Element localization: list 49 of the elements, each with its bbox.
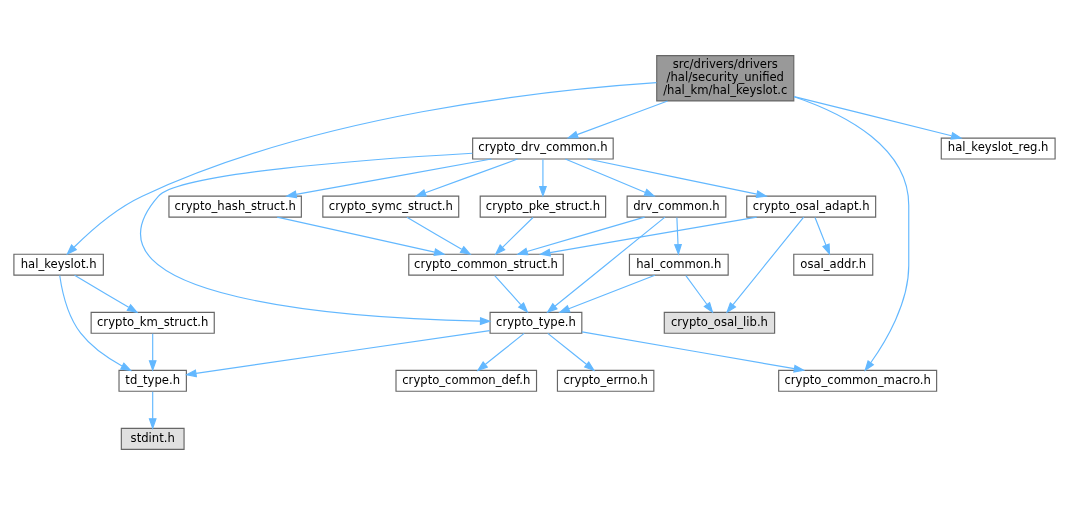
node-box: crypto_hash_struct.h — [168, 195, 302, 218]
arrow — [285, 158, 492, 199]
node-box: crypto_errno.h — [556, 369, 655, 392]
arrow — [148, 391, 157, 430]
node-box: crypto_common_def.h — [395, 369, 538, 392]
arrow — [406, 216, 472, 256]
arrow — [538, 216, 758, 257]
arrow — [476, 332, 525, 372]
arrow — [538, 158, 547, 198]
node-box: drv_common.h — [626, 195, 727, 218]
node-box: td_type.h — [118, 369, 187, 392]
arrow — [184, 330, 491, 378]
arrow — [673, 216, 683, 256]
node-box: crypto_common_macro.h — [778, 369, 938, 392]
arrow — [66, 82, 657, 256]
node-box: src/drivers/drivers /hal/security_unified /hal_km/hal_keyslot.c — [656, 55, 795, 102]
arrow — [74, 274, 139, 314]
arrow — [725, 216, 805, 314]
arrow — [685, 275, 714, 314]
node-box: crypto_drv_common.h — [472, 137, 614, 160]
arrow — [814, 216, 831, 256]
arrow — [494, 216, 534, 256]
arrow — [793, 96, 963, 140]
arrow — [276, 216, 446, 256]
arrow — [140, 152, 492, 326]
arrow — [546, 216, 666, 314]
node-box: crypto_osal_lib.h — [663, 311, 776, 334]
node-box: crypto_km_struct.h — [90, 311, 215, 334]
arrow — [516, 216, 646, 256]
node-box: crypto_symc_struct.h — [322, 195, 460, 218]
arrow — [494, 275, 529, 314]
arrow — [566, 100, 669, 139]
arrow — [148, 333, 157, 372]
node-box: crypto_common_struct.h — [408, 253, 564, 276]
arrow — [564, 158, 656, 197]
arrow — [414, 158, 519, 197]
arrow — [547, 332, 596, 372]
arrow — [581, 331, 806, 373]
arrow — [587, 158, 768, 199]
arrow — [59, 274, 133, 372]
node-box: crypto_pke_struct.h — [479, 195, 607, 218]
node-box: hal_keyslot_reg.h — [940, 137, 1056, 160]
node-box: hal_keyslot.h — [13, 253, 104, 276]
arrow — [558, 274, 656, 313]
node-box: stdint.h — [120, 427, 185, 450]
node-box: crypto_type.h — [489, 311, 583, 334]
node-box: osal_addr.h — [793, 253, 874, 276]
node-box: hal_common.h — [628, 253, 729, 276]
node-box: crypto_osal_adapt.h — [746, 195, 877, 218]
